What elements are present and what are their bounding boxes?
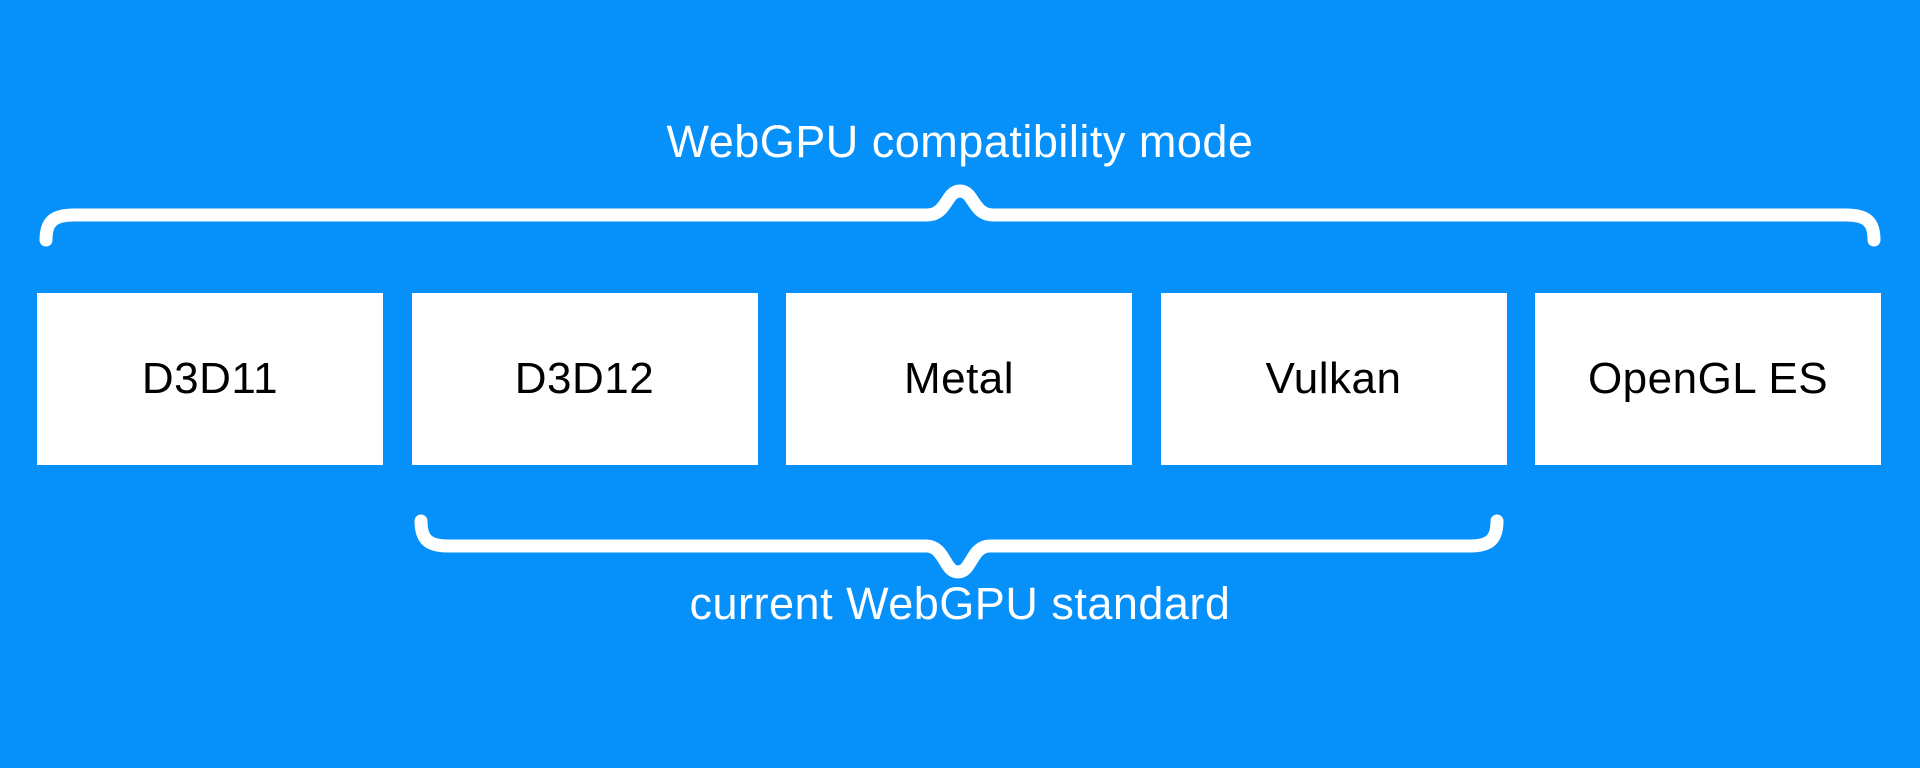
api-box-vulkan: Vulkan (1160, 293, 1507, 465)
api-box-row: D3D11 D3D12 Metal Vulkan OpenGL ES (37, 293, 1881, 465)
api-box-label: Metal (903, 354, 1015, 403)
top-brace (39, 184, 1881, 247)
top-brace-label: WebGPU compatibility mode (666, 116, 1254, 167)
bottom-brace-label: current WebGPU standard (689, 578, 1231, 629)
api-box-d3d12: D3D12 (411, 293, 758, 465)
api-box-label: D3D11 (141, 354, 279, 403)
api-box-d3d11: D3D11 (37, 293, 383, 465)
api-box-label: Vulkan (1265, 354, 1402, 403)
bottom-brace (414, 514, 1504, 579)
api-box-label: OpenGL ES (1587, 354, 1829, 403)
api-box-metal: Metal (786, 293, 1132, 465)
api-box-opengl-es: OpenGL ES (1535, 293, 1881, 465)
api-box-label: D3D12 (514, 354, 655, 403)
